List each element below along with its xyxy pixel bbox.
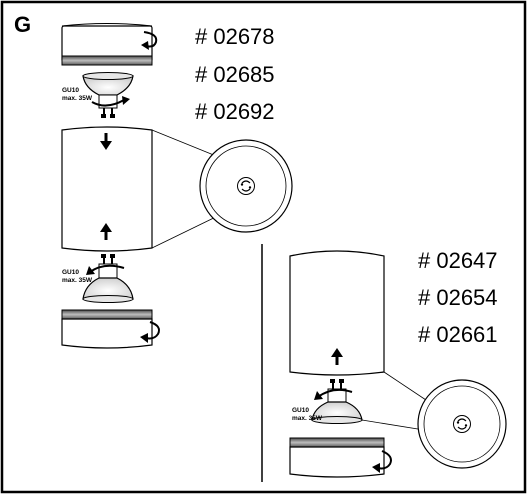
bottom-cap	[289, 437, 385, 478]
gu10-bulb-bottom	[82, 254, 134, 303]
right-assembly: # 02647 # 02654 # 02661 GU10 max. 35W	[289, 248, 507, 478]
part-number: # 02654	[418, 285, 498, 310]
part-number: # 02685	[195, 62, 275, 87]
bulb-type-label: GU10	[62, 87, 79, 94]
arrow-down-icon	[100, 133, 112, 150]
part-number: # 02692	[195, 99, 275, 124]
bulb-wattage-label: max. 35W	[292, 415, 323, 422]
bulb-type-label: GU10	[62, 269, 79, 276]
arrow-up-icon	[100, 223, 112, 240]
zoom-line	[361, 419, 425, 431]
twist-arrow-icon	[314, 388, 353, 400]
rotate-arrow-icon	[141, 31, 158, 50]
socket-detail-view	[417, 379, 507, 469]
twist-arrow-icon	[86, 264, 125, 275]
arrow-up-icon	[331, 348, 343, 365]
top-cap	[61, 23, 153, 66]
figure-label: G	[14, 12, 31, 37]
part-number: # 02678	[195, 24, 275, 49]
part-number: # 02647	[418, 248, 498, 273]
bottom-cap	[61, 309, 153, 349]
bulb-wattage-label: max. 35W	[62, 277, 93, 284]
bulb-type-label: GU10	[292, 407, 309, 414]
left-assembly: # 02678 # 02685 # 02692 GU10 max. 35W	[61, 23, 293, 349]
bulb-wattage-label: max. 35W	[62, 95, 93, 102]
zoom-line	[383, 371, 433, 405]
rotate-arrow-icon	[372, 450, 392, 473]
part-number: # 02661	[418, 322, 498, 347]
rotate-arrow-icon	[140, 321, 160, 343]
twist-arrow-icon	[91, 96, 130, 107]
socket-detail-view	[199, 139, 293, 233]
